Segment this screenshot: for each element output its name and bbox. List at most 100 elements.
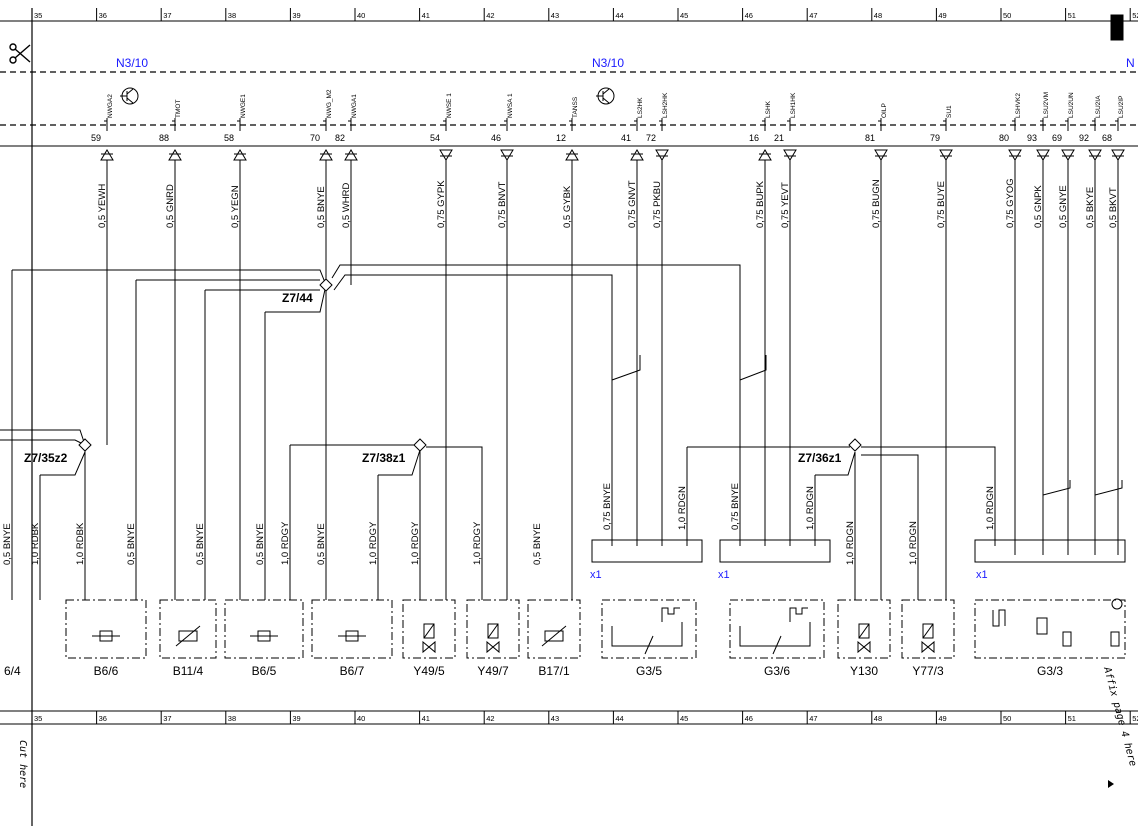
valve-icon bbox=[858, 642, 870, 652]
solenoid-icon bbox=[859, 624, 869, 638]
arrow-up-icon bbox=[345, 150, 357, 160]
pin-name-label: LSU2IP bbox=[1118, 96, 1125, 118]
pin-number-label: 68 bbox=[1102, 133, 1112, 143]
pin-number-label: 12 bbox=[556, 133, 566, 143]
wire-label-upper: 0,5 BKYE bbox=[1085, 187, 1096, 228]
thermistor-slash bbox=[176, 626, 200, 646]
arrow-down-icon bbox=[656, 150, 668, 160]
component-label: Y49/5 bbox=[413, 664, 445, 678]
pin-number-label: 54 bbox=[430, 133, 440, 143]
wire-label-lower: 1,0 RDGY bbox=[410, 521, 421, 565]
pin-name-label: LSHVK2 bbox=[1015, 93, 1022, 118]
wire-label-lower: 1,0 RDGN bbox=[845, 521, 856, 565]
pin-name-label: NWGE1 bbox=[240, 94, 247, 118]
arrow-down-icon bbox=[1062, 150, 1074, 160]
solenoid-slash bbox=[859, 624, 869, 638]
component-label: B6/5 bbox=[252, 664, 277, 678]
arrow-down-icon bbox=[940, 150, 952, 160]
component-box bbox=[730, 600, 824, 658]
splice-label-z1a: Z7/38z1 bbox=[362, 451, 406, 465]
ruler-number-bottom: 38 bbox=[228, 714, 236, 723]
pin-name-label: LS2HK bbox=[637, 97, 644, 118]
pin-number-label: 80 bbox=[999, 133, 1009, 143]
component-label: B6/7 bbox=[340, 664, 365, 678]
splice-node-z1a bbox=[414, 439, 426, 451]
wire-label-upper: 0,5 GNPK bbox=[1033, 185, 1044, 228]
splice-label-z1b: Z7/36z1 bbox=[798, 451, 842, 465]
pin-name-label: NWSE 1 bbox=[446, 93, 453, 118]
wire-label-upper: 0,5 BKVT bbox=[1108, 187, 1119, 228]
arrow-down-icon bbox=[875, 150, 887, 160]
wire-label-upper: 0,75 GNVT bbox=[627, 180, 638, 228]
wire-label-lower: 0,5 BNYE bbox=[316, 523, 327, 565]
wire-label-upper: 0,75 BUGN bbox=[871, 179, 882, 228]
arrow-up-icon bbox=[234, 150, 246, 160]
solenoid-icon bbox=[923, 624, 933, 638]
wire-label-lower: 1,0 RDGN bbox=[985, 486, 996, 530]
thermistor-icon bbox=[545, 631, 563, 641]
partial-component-label: 6/4 bbox=[4, 664, 21, 678]
wire bbox=[0, 440, 85, 445]
pin-number-label: 58 bbox=[224, 133, 234, 143]
pulse-icon bbox=[790, 608, 808, 622]
capacitor-icon bbox=[773, 636, 781, 654]
arrow-up-icon bbox=[759, 150, 771, 160]
resistor-icon bbox=[1063, 632, 1071, 646]
wire-label-lower: 0,5 BNYE bbox=[195, 523, 206, 565]
ruler-number-bottom: 44 bbox=[615, 714, 623, 723]
wire-label-upper: 0,5 YEGN bbox=[230, 185, 241, 228]
pin-name-label: NWGA1 bbox=[351, 94, 358, 118]
module-label-right: N bbox=[1126, 56, 1135, 70]
wire bbox=[332, 265, 740, 365]
page-corner-icon bbox=[1111, 15, 1123, 40]
wire-label-lower: 0,5 BNYE bbox=[126, 523, 137, 565]
pin-number-label: 93 bbox=[1027, 133, 1037, 143]
ruler-number-top: 40 bbox=[357, 11, 365, 20]
transistor-icon bbox=[120, 88, 138, 104]
valve-icon bbox=[423, 642, 435, 652]
pin-name-label: NWG_M2 bbox=[326, 89, 333, 118]
pin-name-label: LSH1HK bbox=[790, 92, 797, 118]
wire bbox=[40, 452, 85, 475]
heater-icon bbox=[1112, 599, 1122, 609]
wire-label-upper: 0,75 BUYE bbox=[936, 181, 947, 228]
ruler-number-bottom: 40 bbox=[357, 714, 365, 723]
splice-label-z2: Z7/35z2 bbox=[24, 451, 68, 465]
pin-name-label: OILP bbox=[881, 103, 888, 118]
ruler-number-top: 50 bbox=[1003, 11, 1011, 20]
component-label: B6/6 bbox=[94, 664, 119, 678]
ruler-number-top: 45 bbox=[680, 11, 688, 20]
arrow-down-icon bbox=[784, 150, 796, 160]
pin-number-label: 82 bbox=[335, 133, 345, 143]
wire-label-lower: 1,0 RDGY bbox=[368, 521, 379, 565]
arrow-down-icon bbox=[1089, 150, 1101, 160]
arrow-down-icon bbox=[501, 150, 513, 160]
arrow-down-icon bbox=[1009, 150, 1021, 160]
pulse-icon bbox=[662, 608, 680, 622]
ruler-number-top: 48 bbox=[874, 11, 882, 20]
ruler-number-top: 37 bbox=[163, 11, 171, 20]
component-box bbox=[975, 600, 1125, 658]
pin-name-label: TMOT bbox=[175, 100, 182, 118]
wire bbox=[12, 270, 326, 285]
component-label: Y77/3 bbox=[912, 664, 944, 678]
ruler-number-bottom: 37 bbox=[163, 714, 171, 723]
twisted-mark bbox=[1043, 480, 1070, 500]
ruler-number-bottom: 46 bbox=[745, 714, 753, 723]
solenoid-slash bbox=[488, 624, 498, 638]
ruler-number-bottom: 41 bbox=[422, 714, 430, 723]
scissors-icon bbox=[10, 44, 30, 63]
thermistor-slash bbox=[542, 626, 566, 646]
component-label: G3/6 bbox=[764, 664, 790, 678]
splice-node-z2 bbox=[79, 439, 91, 451]
wire-label-lower: 1,0 RDGN bbox=[677, 486, 688, 530]
pin-number-label: 92 bbox=[1079, 133, 1089, 143]
ruler-number-top: 36 bbox=[99, 11, 107, 20]
ruler-number-bottom: 36 bbox=[99, 714, 107, 723]
component-box bbox=[528, 600, 580, 658]
wire-label-upper: 0,5 WHRD bbox=[341, 182, 352, 228]
component-box bbox=[403, 600, 455, 658]
ruler-number-top: 44 bbox=[615, 11, 623, 20]
wire-label-upper: 0,5 GYBK bbox=[562, 185, 573, 228]
resistor-icon bbox=[1037, 618, 1047, 634]
